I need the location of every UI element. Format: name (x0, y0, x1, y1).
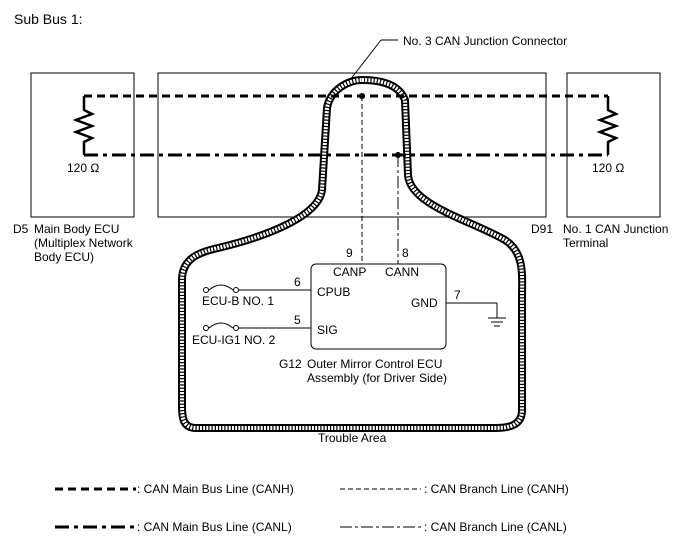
legend-label-main-canl: : CAN Main Bus Line (CANL) (137, 520, 292, 534)
left-ecu-name-line-1: Main Body ECU (34, 222, 119, 236)
left-resistor-label: 120 Ω (67, 161, 99, 175)
connector-label: No. 3 CAN Junction Connector (403, 34, 567, 48)
left-ecu-code: D5 (13, 222, 29, 236)
outer-mirror-ecu-box (310, 263, 447, 350)
fuse-ecu-b-label: ECU-B NO. 1 (202, 294, 274, 308)
center-ecu-code: G12 (279, 357, 302, 371)
pin-cpub-number: 6 (294, 275, 301, 289)
pin-gnd-label: GND (411, 296, 438, 310)
left-resistor-icon (72, 96, 96, 155)
junction-connector-box (157, 72, 547, 218)
center-ecu-name-line-2: Assembly (for Driver Side) (307, 371, 447, 385)
right-ecu-name-line-1: No. 1 CAN Junction (563, 222, 668, 236)
center-ecu-name-line-1: Outer Mirror Control ECU (307, 357, 442, 371)
pin-sig-number: 5 (294, 313, 301, 327)
legend: : CAN Main Bus Line (CANH) : CAN Branch … (55, 482, 569, 534)
pin-gnd-number: 7 (454, 288, 461, 302)
left-ecu-name-line-3: Body ECU) (34, 250, 94, 264)
right-resistor-icon (596, 96, 620, 155)
pin-cann-label: CANN (385, 265, 419, 279)
legend-label-branch-canl: : CAN Branch Line (CANL) (424, 520, 567, 534)
can-junction-terminal-box (566, 72, 661, 218)
trouble-area-label: Trouble Area (318, 431, 387, 445)
right-resistor-label: 120 Ω (592, 161, 624, 175)
pin-cpub-label: CPUB (317, 285, 350, 299)
left-ecu-name-line-2: (Multiplex Network (34, 236, 134, 250)
diagram-title: Sub Bus 1: (14, 11, 83, 27)
pin-canp-number: 9 (346, 246, 353, 260)
pin-canp-label: CANP (333, 265, 366, 279)
trouble-area-boundary (178, 75, 527, 432)
legend-label-branch-canh: : CAN Branch Line (CANH) (424, 482, 569, 496)
main-body-ecu-box (30, 72, 135, 218)
legend-label-main-canh: : CAN Main Bus Line (CANH) (137, 482, 294, 496)
canl-junction-dot (395, 152, 401, 158)
right-ecu-code: D91 (531, 222, 553, 236)
connector-callout-line (349, 39, 382, 81)
ground-icon (488, 317, 506, 327)
pin-sig-label: SIG (317, 323, 338, 337)
fuse-ecu-ig1-label: ECU-IG1 NO. 2 (192, 333, 276, 347)
canh-junction-dot (359, 93, 365, 99)
pin-cann-number: 8 (402, 246, 409, 260)
fuse-ecu-ig1-icon (203, 322, 239, 331)
right-ecu-name-line-2: Terminal (563, 236, 608, 250)
fuse-ecu-b-icon (203, 284, 239, 293)
